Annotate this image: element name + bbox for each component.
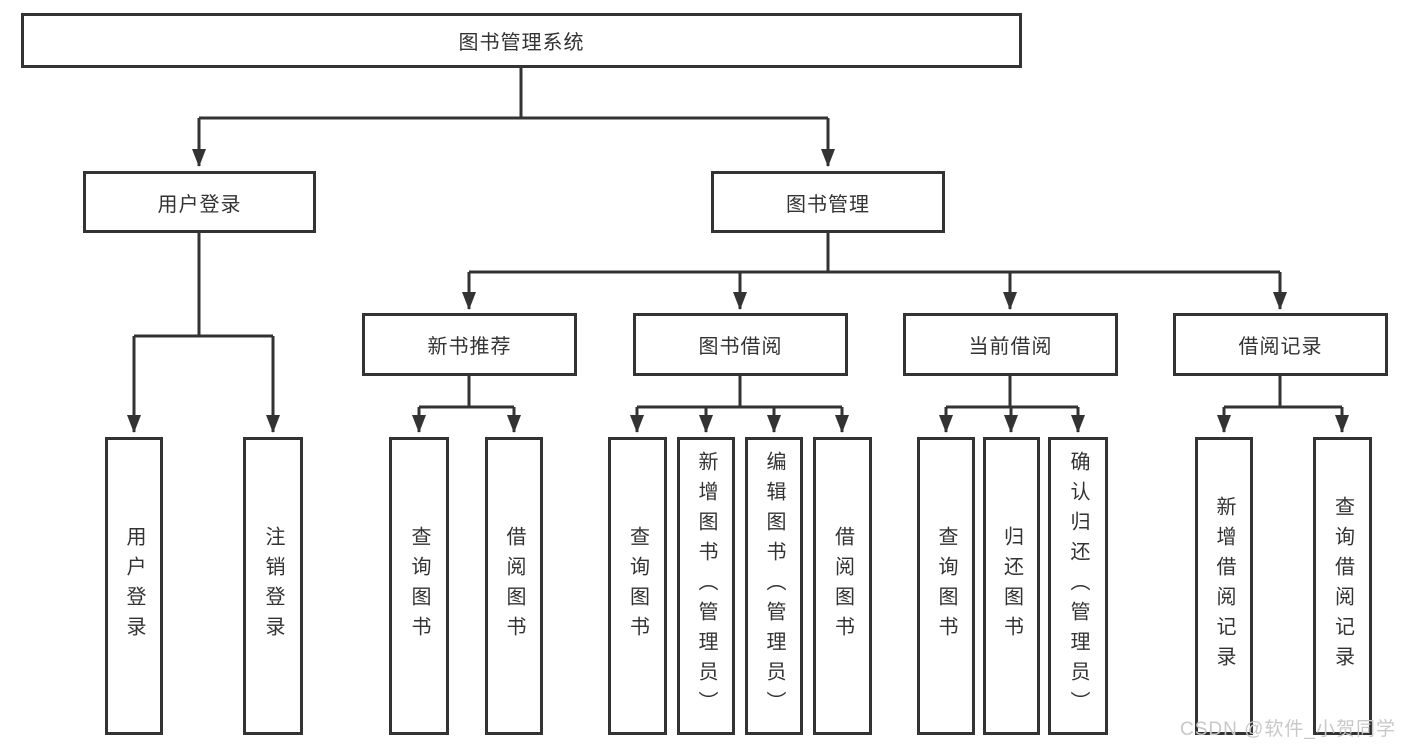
leaf-bb-add-book-label: 新增图书（管理员） (695, 451, 717, 721)
leaf-user-login-label: 用户登录 (123, 526, 145, 646)
leaf-cb-return-book-label: 归还图书 (1000, 526, 1023, 646)
node-book-borrowing: 图书借阅 (633, 313, 848, 376)
node-new-book-recommendation: 新书推荐 (362, 313, 577, 376)
node-current-borrowing-label: 当前借阅 (968, 336, 1053, 358)
leaf-cb-query-book: 查询图书 (917, 437, 975, 735)
leaf-bb-query-book: 查询图书 (608, 437, 667, 735)
leaf-bb-query-book-label: 查询图书 (626, 526, 649, 646)
leaf-logout-label: 注销登录 (262, 526, 284, 646)
leaf-br-query-record-label: 查询借阅记录 (1331, 496, 1354, 676)
leaf-br-add-record: 新增借阅记录 (1195, 437, 1253, 735)
leaf-br-add-record-label: 新增借阅记录 (1213, 496, 1235, 676)
node-root-label: 图书管理系统 (458, 32, 585, 54)
leaf-bb-borrow-book: 借阅图书 (813, 437, 872, 735)
leaf-cb-return-book: 归还图书 (983, 437, 1040, 735)
leaf-cb-confirm-return-label: 确认归还（管理员） (1067, 451, 1089, 721)
node-user-login: 用户登录 (83, 171, 316, 233)
node-new-book-recommendation-label: 新书推荐 (427, 336, 512, 358)
leaf-nbr-query-book-label: 查询图书 (408, 526, 430, 646)
node-book-management-label: 图书管理 (786, 193, 870, 216)
leaf-cb-confirm-return: 确认归还（管理员） (1048, 437, 1108, 735)
leaf-bb-add-book: 新增图书（管理员） (677, 437, 735, 735)
node-borrowing-records-label: 借阅记录 (1238, 336, 1323, 358)
node-book-borrowing-label: 图书借阅 (698, 336, 783, 358)
node-user-login-label: 用户登录 (157, 193, 242, 216)
leaf-user-login: 用户登录 (105, 437, 163, 735)
leaf-bb-edit-book: 编辑图书（管理员） (745, 437, 803, 735)
leaf-nbr-query-book: 查询图书 (389, 437, 449, 735)
watermark: CSDN @软件_小贺同学 (1180, 719, 1396, 740)
node-borrowing-records: 借阅记录 (1173, 313, 1388, 376)
leaf-cb-query-book-label: 查询图书 (935, 526, 957, 646)
leaf-br-query-record: 查询借阅记录 (1313, 437, 1372, 735)
leaf-bb-edit-book-label: 编辑图书（管理员） (763, 451, 785, 721)
leaf-bb-borrow-book-label: 借阅图书 (831, 526, 854, 646)
node-book-management: 图书管理 (711, 171, 945, 233)
leaf-nbr-borrow-book-label: 借阅图书 (503, 526, 525, 646)
leaf-logout: 注销登录 (243, 437, 303, 735)
node-current-borrowing: 当前借阅 (903, 313, 1118, 376)
node-root: 图书管理系统 (21, 13, 1022, 68)
leaf-nbr-borrow-book: 借阅图书 (485, 437, 543, 735)
